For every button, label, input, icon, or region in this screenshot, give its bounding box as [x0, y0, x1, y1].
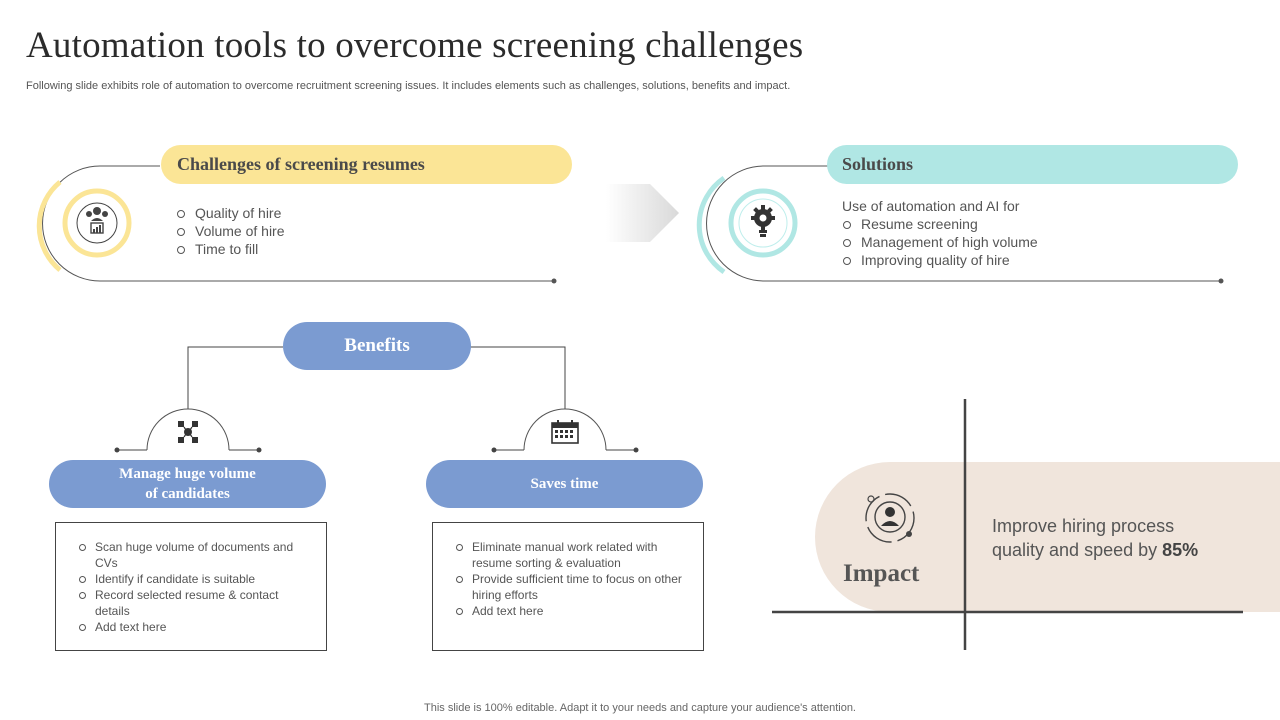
benefit-right-box — [432, 522, 704, 651]
challenges-heading-text: Challenges of screening resumes — [177, 154, 425, 174]
page-title: Automation tools to overcome screening c… — [26, 25, 804, 66]
gear-bulb-icon — [728, 188, 798, 258]
list-item: Add text here — [452, 603, 682, 619]
impact-label: Impact — [843, 560, 920, 587]
impact-text: Improve hiring process quality and speed… — [992, 514, 1198, 562]
list-item: Quality of hire — [175, 204, 285, 222]
challenges-heading: Challenges of screening resumes — [161, 145, 572, 184]
list-item: Resume screening — [841, 215, 1038, 233]
impact-text-line2-wrap: quality and speed by 85% — [992, 538, 1198, 562]
list-item: Provide sufficient time to focus on othe… — [452, 571, 682, 603]
benefit-right-heading-text: Saves time — [530, 475, 599, 492]
benefit-left-heading-line1: Manage huge volume — [119, 466, 256, 482]
benefits-heading-text: Benefits — [344, 335, 410, 356]
list-item: Add text here — [75, 619, 300, 635]
calendar-icon — [551, 420, 579, 444]
network-icon — [178, 421, 198, 443]
solutions-heading-text: Solutions — [842, 154, 914, 174]
page-subtitle: Following slide exhibits role of automat… — [26, 80, 791, 92]
list-item: Scan huge volume of documents and CVs — [75, 539, 300, 571]
user-cycle-icon — [865, 493, 915, 543]
solutions-icon-wrap — [728, 188, 798, 258]
list-item: Record selected resume & contact details — [75, 587, 300, 619]
benefits-heading: Benefits — [283, 322, 471, 370]
benefit-right-icon-wrap — [549, 418, 581, 446]
benefit-left-box — [55, 522, 327, 651]
list-item: Eliminate manual work related with resum… — [452, 539, 682, 571]
impact-icon-wrap — [862, 490, 918, 546]
list-item: Identify if candidate is suitable — [75, 571, 300, 587]
benefit-right-heading: Saves time — [426, 460, 703, 508]
benefit-left-heading-line2: of candidates — [145, 486, 230, 502]
impact-text-line2: quality and speed by — [992, 540, 1163, 560]
list-item: Management of high volume — [841, 233, 1038, 251]
impact-text-line1: Improve hiring process — [992, 516, 1175, 536]
impact-panel — [815, 462, 1280, 612]
solutions-heading: Solutions — [827, 145, 1238, 184]
list-item: Volume of hire — [175, 222, 285, 240]
benefit-right-list: Eliminate manual work related with resum… — [452, 539, 682, 619]
solutions-intro: Use of automation and AI for — [842, 198, 1020, 214]
list-item: Improving quality of hire — [841, 251, 1038, 269]
footer-note: This slide is 100% editable. Adapt it to… — [424, 702, 856, 714]
solutions-list: Resume screening Management of high volu… — [841, 215, 1038, 269]
challenges-icon-wrap — [62, 188, 132, 258]
benefit-left-heading: Manage huge volume of candidates — [49, 460, 326, 508]
list-item: Time to fill — [175, 240, 285, 258]
benefit-left-list: Scan huge volume of documents and CVs Id… — [75, 539, 300, 635]
impact-value: 85% — [1162, 540, 1199, 560]
benefit-left-icon-wrap — [172, 418, 204, 446]
team-chart-icon — [62, 188, 132, 258]
challenges-list: Quality of hire Volume of hire Time to f… — [175, 204, 285, 258]
